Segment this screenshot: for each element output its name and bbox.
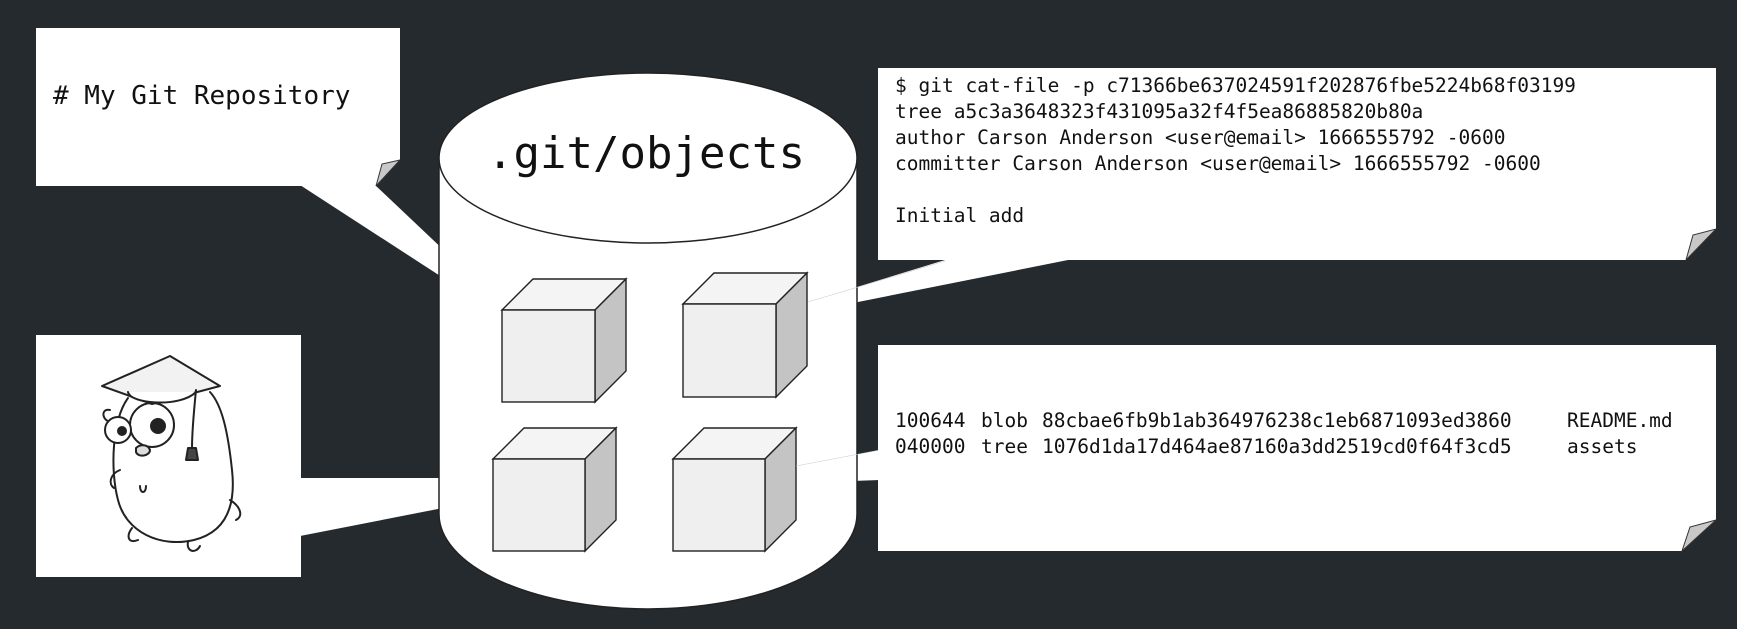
tree-entry-mode: 040000 — [895, 435, 965, 458]
cube-front-face — [682, 303, 777, 398]
tree-entry-mode: 100644 — [895, 409, 965, 432]
tree-entry-type: tree — [981, 435, 1028, 458]
note-paper — [36, 28, 400, 186]
tree-entry-row: 100644 blob 88cbae6fb9b1ab364976238c1eb6… — [895, 409, 1673, 432]
image-blob-note — [36, 335, 301, 577]
tree-object-note: 100644 blob 88cbae6fb9b1ab364976238c1eb6… — [878, 345, 1717, 553]
note-paper — [878, 345, 1716, 551]
object-cube-tree[interactable] — [671, 426, 798, 553]
tree-pointer-edge-top — [795, 449, 881, 467]
commit-line: Initial add — [895, 204, 1024, 227]
commit-line: committer Carson Anderson <user@email> 1… — [895, 152, 1541, 175]
note-fold-icon — [375, 159, 402, 187]
note-fold-icon — [1685, 228, 1718, 261]
note-fold-icon — [1680, 519, 1717, 553]
object-cube-commit[interactable] — [681, 271, 809, 399]
commit-line: tree a5c3a3648323f431095a32f4f5ea8688582… — [895, 100, 1423, 123]
object-cube-readme-blob[interactable] — [500, 277, 628, 404]
commit-line: $ git cat-file -p c71366be637024591f2028… — [895, 74, 1576, 97]
tree-entry-name: README.md — [1567, 409, 1673, 432]
commit-object-note: $ git cat-file -p c71366be637024591f2028… — [878, 68, 1718, 261]
readme-content-text: # My Git Repository — [53, 81, 350, 111]
cube-front-face — [492, 458, 586, 552]
gopher-graduate-icon — [101, 355, 242, 552]
cube-front-face — [672, 458, 766, 552]
commit-callout-pointer — [808, 260, 1068, 312]
readme-blob-note: # My Git Repository — [36, 28, 402, 187]
cylinder-top — [438, 72, 858, 244]
tree-entry-name: assets — [1567, 435, 1637, 458]
commit-line: author Carson Anderson <user@email> 1666… — [895, 126, 1505, 149]
object-store-label: .git/objects — [487, 128, 805, 179]
tree-entry-hash: 88cbae6fb9b1ab364976238c1eb6871093ed3860 — [1042, 409, 1512, 432]
note-paper — [878, 68, 1716, 260]
cube-front-face — [501, 309, 596, 403]
tree-entry-type: blob — [981, 409, 1028, 432]
object-cube-image-blob[interactable] — [491, 426, 618, 553]
tree-entry-row: 040000 tree 1076d1da17d464ae87160a3dd251… — [895, 435, 1637, 458]
tree-entry-hash: 1076d1da17d464ae87160a3dd2519cd0f64f3cd5 — [1042, 435, 1512, 458]
commit-pointer-edge-top — [807, 260, 946, 303]
